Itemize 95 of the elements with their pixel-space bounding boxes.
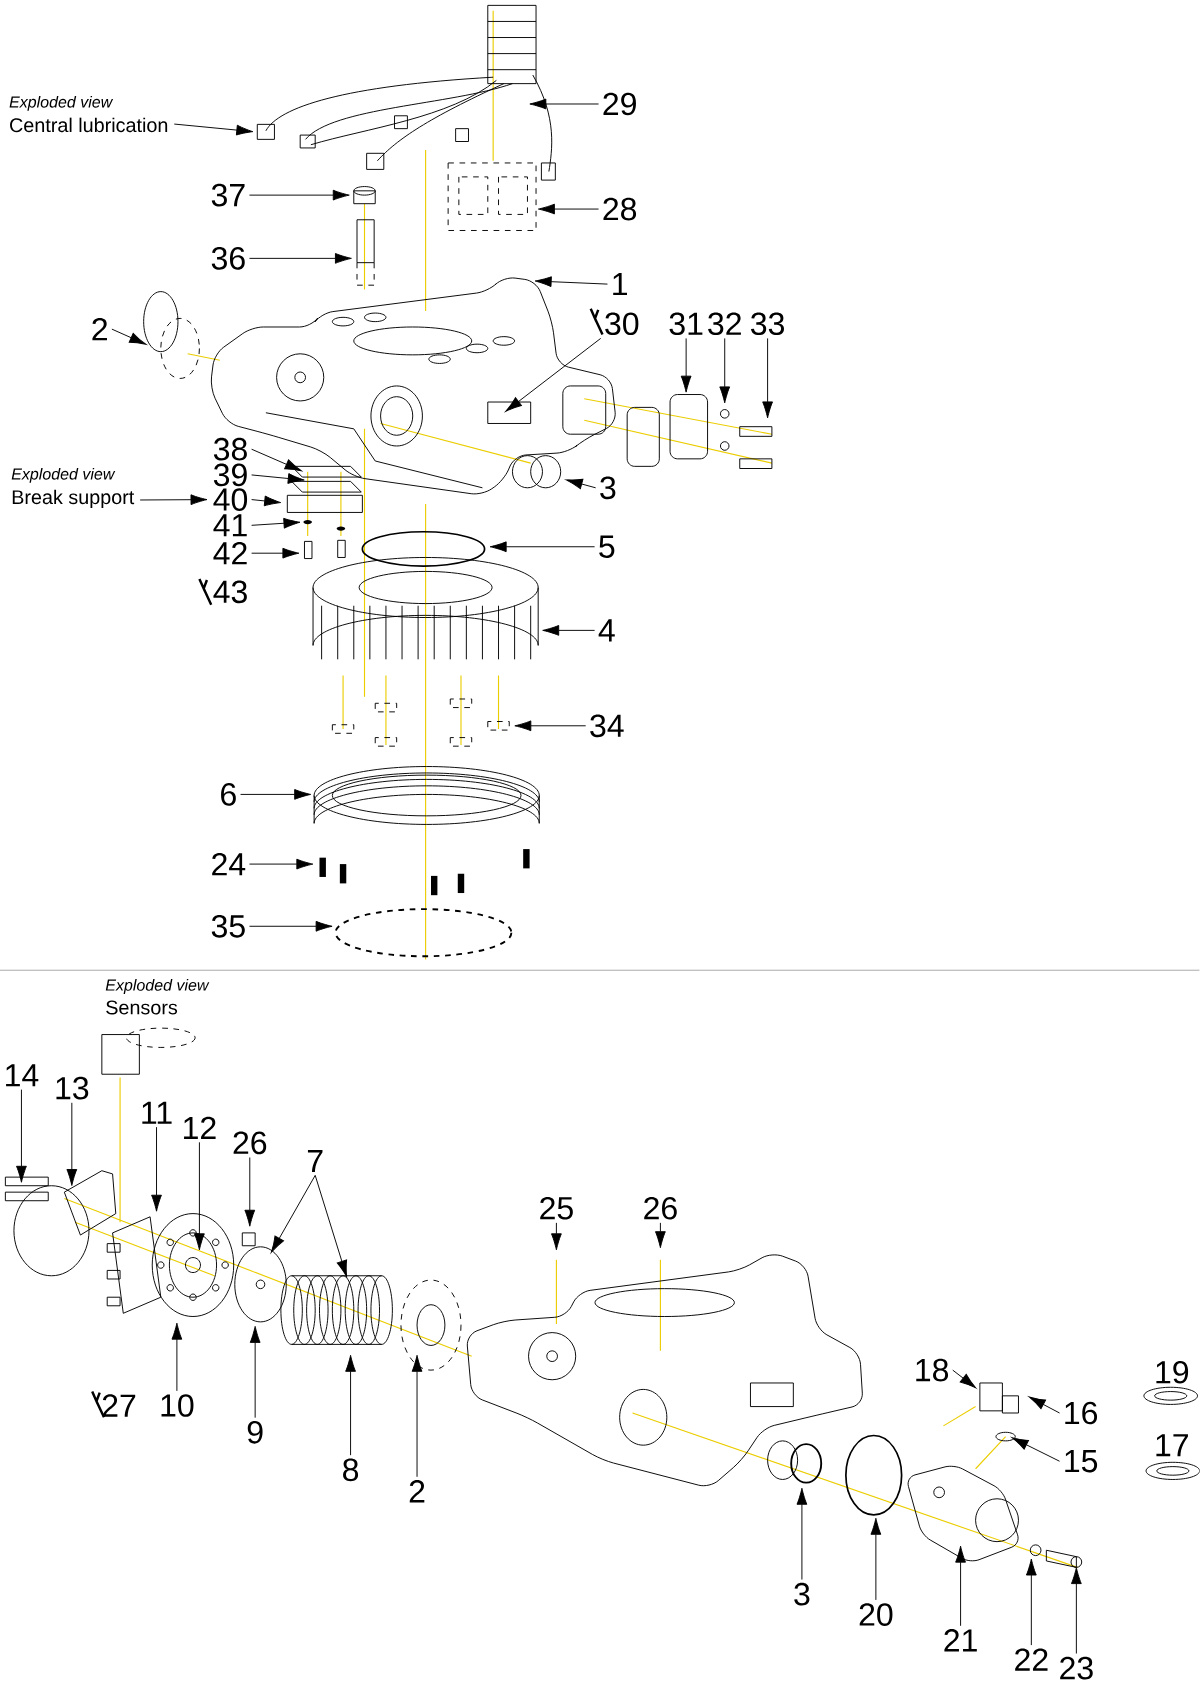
callout-number: 35 bbox=[211, 914, 245, 938]
leader-line bbox=[139, 494, 208, 506]
leader-line bbox=[249, 1325, 261, 1419]
leader-line bbox=[534, 276, 609, 288]
callout-number: 7 bbox=[308, 1150, 323, 1173]
callout-number: 40 bbox=[213, 488, 248, 511]
callout-number: 27 bbox=[103, 1394, 136, 1417]
callout-number: 18 bbox=[916, 1358, 949, 1382]
leader-line bbox=[251, 448, 302, 472]
leader-line bbox=[680, 337, 692, 393]
callout-number: 16 bbox=[1065, 1401, 1098, 1425]
callout-number: 11 bbox=[142, 1101, 172, 1124]
leader-line bbox=[538, 203, 600, 215]
callout-number: 23 bbox=[1060, 1656, 1093, 1680]
callout-number: 26 bbox=[644, 1196, 677, 1220]
callout-number: 15 bbox=[1065, 1450, 1098, 1473]
callout-number: 6 bbox=[221, 783, 236, 806]
leader-line bbox=[955, 1545, 967, 1627]
callout-number: 38 bbox=[214, 437, 248, 461]
callout-number: 30 bbox=[605, 312, 639, 336]
leader-line bbox=[489, 541, 596, 553]
callout-number: 26 bbox=[233, 1131, 267, 1155]
leader-line bbox=[505, 337, 602, 412]
callout-number: 42 bbox=[213, 542, 247, 565]
leader-line bbox=[171, 1322, 183, 1392]
callout-number: 32 bbox=[708, 312, 742, 336]
leader-line bbox=[719, 337, 731, 404]
leader-line bbox=[111, 328, 147, 345]
callout-number: 12 bbox=[184, 1116, 216, 1139]
leader-line bbox=[16, 1089, 27, 1183]
leader-line bbox=[249, 253, 353, 264]
leader-line bbox=[249, 920, 333, 932]
callout-number: 2 bbox=[409, 1480, 425, 1503]
callout-number: 19 bbox=[1156, 1360, 1189, 1384]
leader-line bbox=[411, 1354, 423, 1478]
leader-line bbox=[1026, 1558, 1037, 1646]
leader-line bbox=[249, 858, 314, 870]
callout-text: Exploded view Central lubrication bbox=[9, 95, 168, 133]
callout-number: 33 bbox=[751, 312, 785, 336]
callout-number: 1 bbox=[613, 273, 628, 296]
leader-line bbox=[251, 473, 305, 484]
callout-number: 36 bbox=[211, 247, 245, 270]
leader-line bbox=[251, 495, 282, 507]
leader-line bbox=[345, 1354, 357, 1456]
callout-number: 4 bbox=[598, 619, 615, 642]
callout-number: 41 bbox=[213, 514, 247, 537]
leader-line bbox=[251, 517, 301, 529]
callout-number: 21 bbox=[944, 1629, 977, 1652]
leader-line bbox=[240, 789, 312, 800]
callout-number: 43 bbox=[213, 580, 248, 604]
leader-line bbox=[529, 98, 600, 110]
leader-line bbox=[174, 123, 254, 136]
leader-line bbox=[314, 1174, 348, 1278]
leader-line bbox=[194, 1141, 205, 1251]
leader-line bbox=[1071, 1567, 1082, 1654]
leader-line bbox=[1028, 1396, 1061, 1414]
leader-line bbox=[251, 547, 300, 559]
callout-number: 25 bbox=[540, 1196, 574, 1220]
leader-line bbox=[151, 1126, 163, 1212]
callout-number: 29 bbox=[603, 92, 637, 116]
callout-number: 2 bbox=[92, 317, 108, 341]
leader-line bbox=[952, 1369, 977, 1389]
leader-line bbox=[244, 1157, 256, 1227]
leader-line bbox=[655, 1222, 666, 1249]
leader-line bbox=[249, 189, 350, 201]
leader-line bbox=[542, 625, 596, 636]
callout-number: 5 bbox=[599, 535, 615, 558]
leader-line bbox=[514, 720, 587, 732]
caption-text: Exploded view bbox=[105, 979, 210, 994]
callout-number: 3 bbox=[794, 1582, 810, 1606]
callout-number: 13 bbox=[56, 1076, 89, 1100]
leader-line bbox=[66, 1102, 78, 1186]
callout-number: 28 bbox=[603, 197, 637, 221]
callout-number: 39 bbox=[214, 463, 247, 487]
leader-line bbox=[565, 478, 597, 490]
callout-number: 31 bbox=[669, 312, 703, 336]
callout-number: 17 bbox=[1156, 1434, 1189, 1457]
leader-line bbox=[1011, 1437, 1061, 1462]
callout-number: 3 bbox=[600, 476, 616, 500]
callout-number: 34 bbox=[590, 714, 624, 738]
callout-number: 8 bbox=[343, 1458, 359, 1482]
callout-number: 9 bbox=[247, 1420, 263, 1444]
callout-number: 14 bbox=[6, 1064, 39, 1087]
caption-text: Sensors bbox=[106, 1000, 178, 1015]
callout-number: 20 bbox=[859, 1603, 893, 1626]
callout-number: 37 bbox=[211, 183, 245, 207]
callout-number: 24 bbox=[212, 852, 246, 876]
leader-line bbox=[271, 1174, 316, 1253]
leader-line bbox=[762, 337, 774, 419]
callout-text: Exploded view Break support bbox=[11, 467, 135, 509]
leader-line bbox=[796, 1487, 808, 1580]
callout-number: 10 bbox=[161, 1394, 194, 1417]
leader-line bbox=[551, 1222, 562, 1251]
leader-line bbox=[870, 1517, 882, 1601]
callout-number: 22 bbox=[1015, 1648, 1048, 1671]
